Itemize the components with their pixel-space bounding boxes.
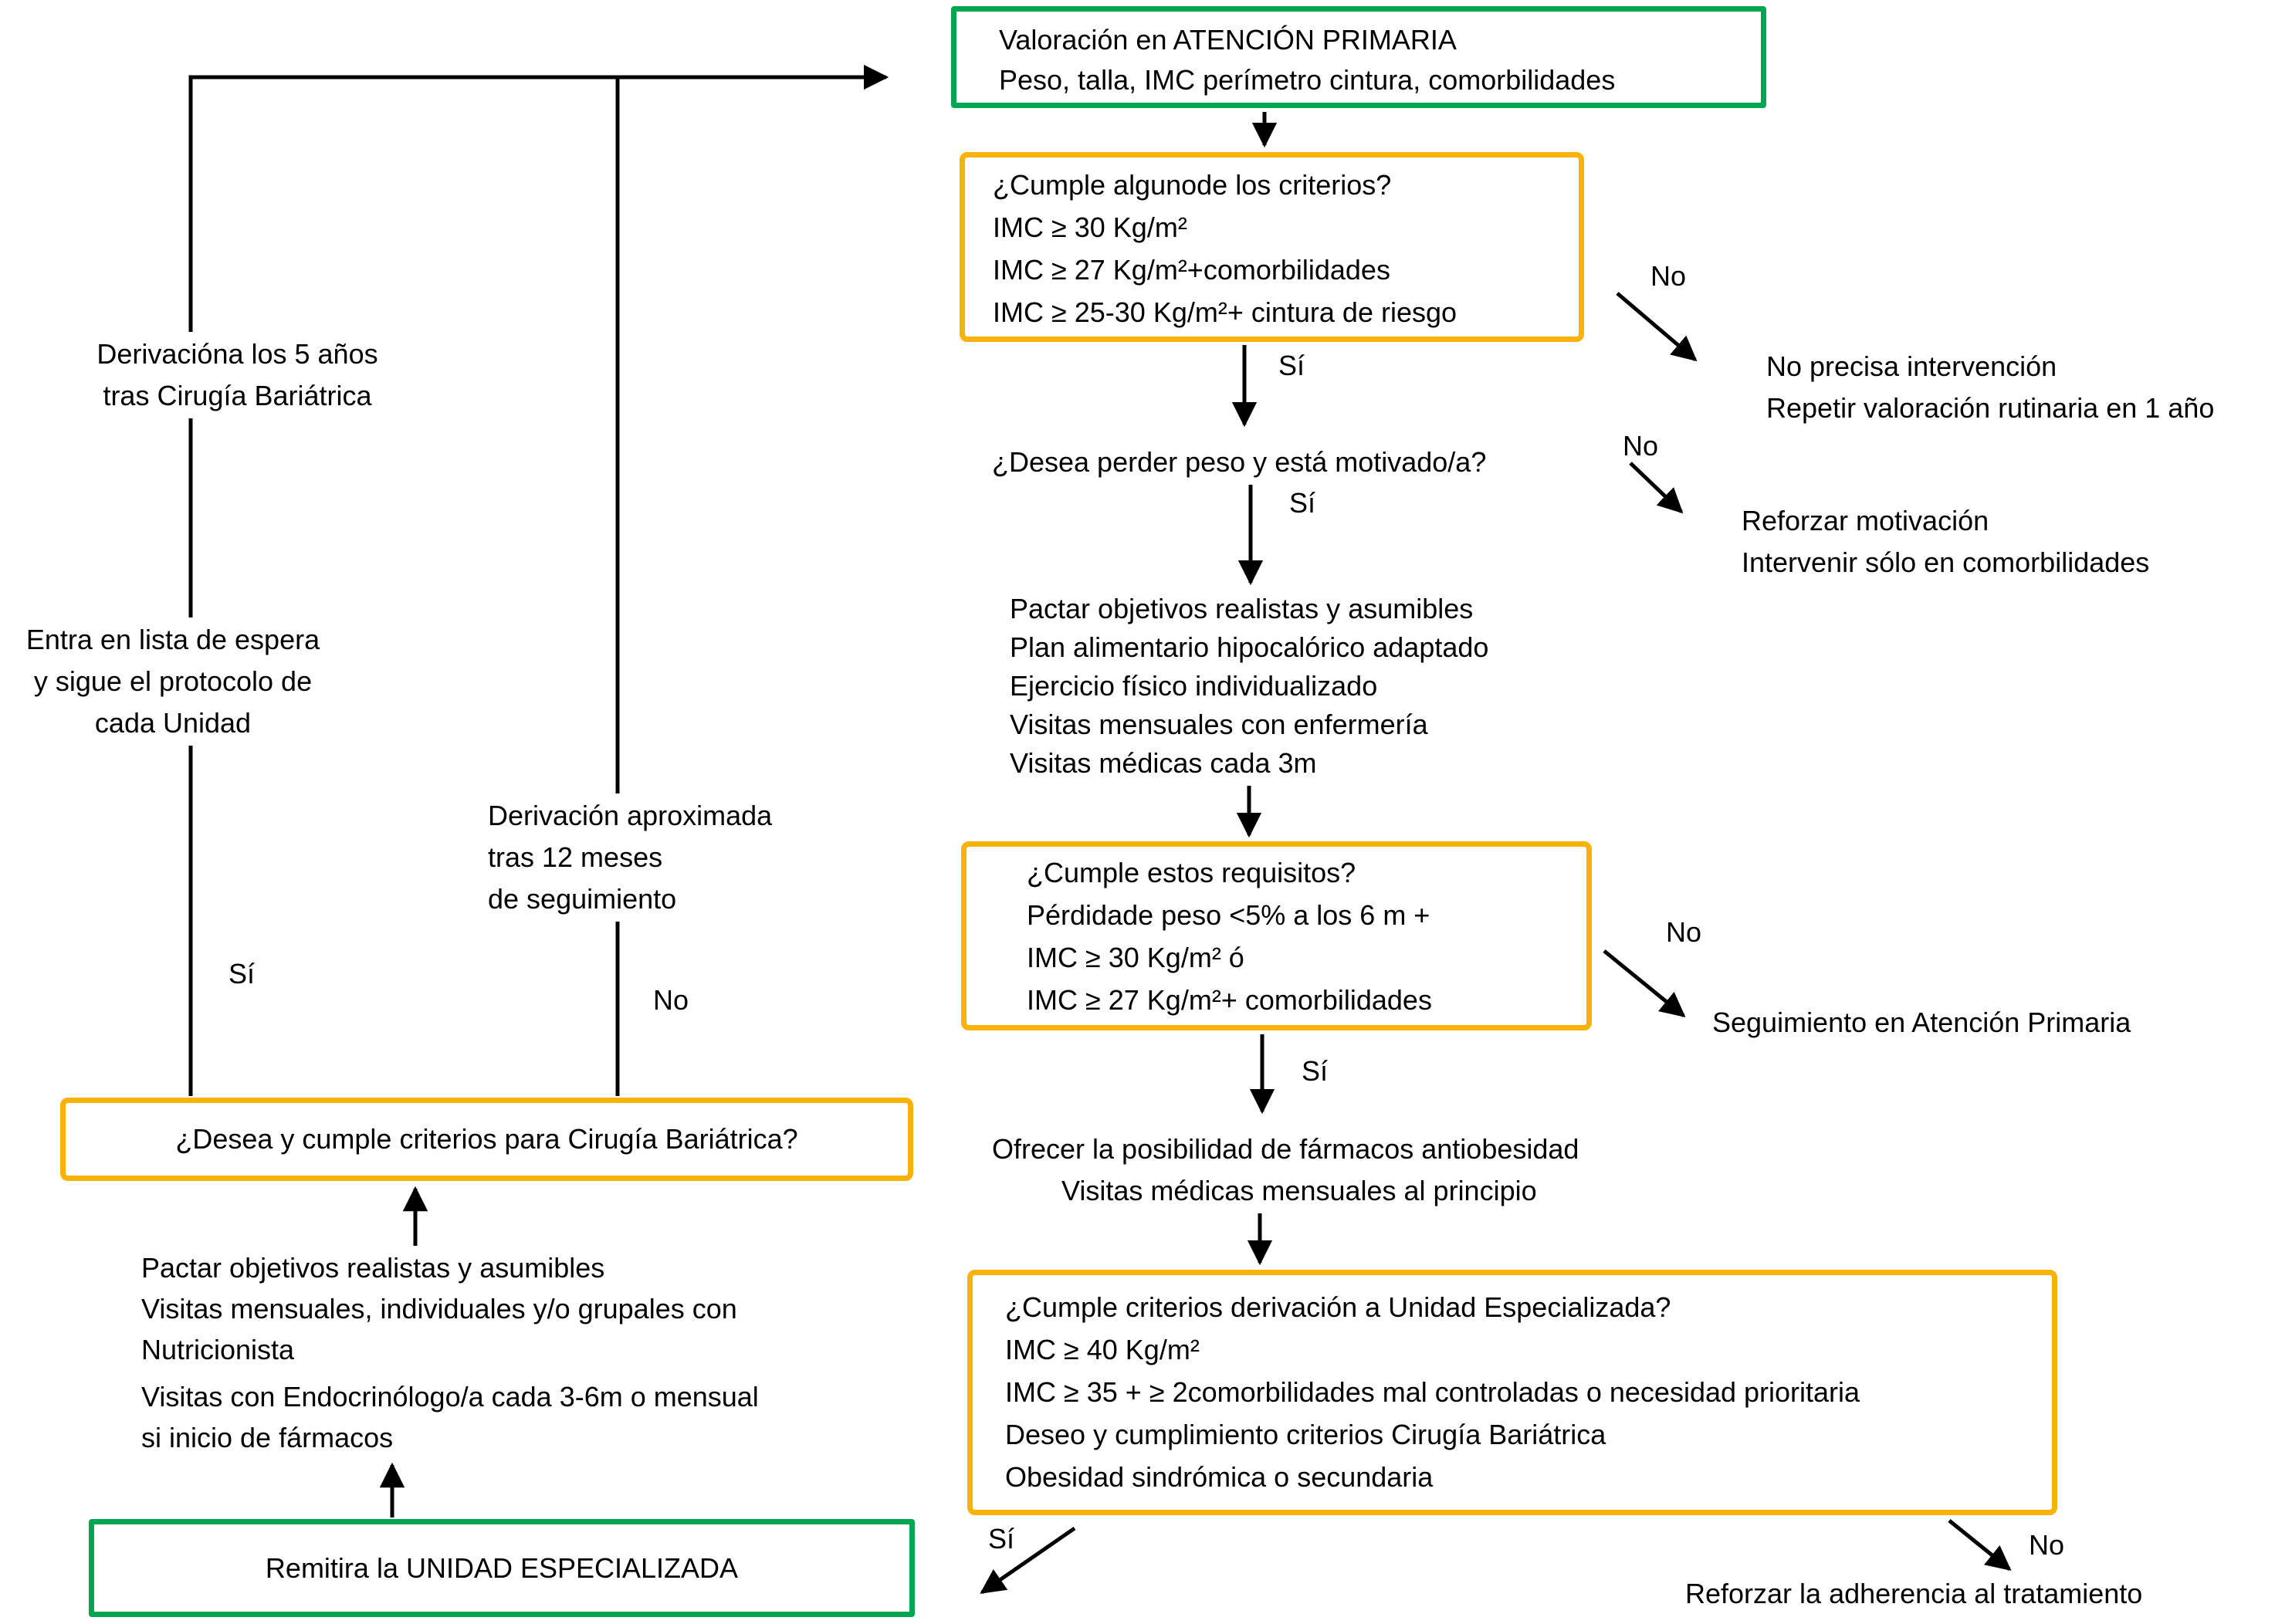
arrow-derivacion-si <box>980 1526 1076 1595</box>
text-line: ¿Cumple algunode los criterios? <box>993 169 1392 201</box>
text-line: Deseo y cumplimiento criterios Cirugía B… <box>1005 1419 1606 1450</box>
text-line: tras 12 meses <box>488 841 663 873</box>
node-criterios-unidad-especializada: ¿Cumple criterios derivación a Unidad Es… <box>967 1270 2057 1515</box>
node-criterios-cirugia-bariatrica: ¿Desea y cumple criterios para Cirugía B… <box>60 1098 913 1181</box>
text-line: IMC ≥ 27 Kg/m²+ comorbilidades <box>1027 984 1432 1016</box>
node-reforzar-adherencia: Reforzar la adherencia al tratamiento <box>1685 1578 2143 1609</box>
node-reforzar-motivacion: Reforzar motivación Intervenir sólo en c… <box>1742 500 2149 584</box>
text-line: Plan alimentario hipocalórico adaptado <box>1010 631 1489 663</box>
text-line: Intervenir sólo en comorbilidades <box>1742 546 2150 578</box>
text-line: Obesidad sindrómica o secundaria <box>1005 1461 1434 1493</box>
text-line: Visitas médicas mensuales al principio <box>1061 1175 1537 1206</box>
text-line: Visitas mensuales con enfermería <box>1010 709 1428 740</box>
text-line: IMC ≥ 35 + ≥ 2comorbilidades mal control… <box>1005 1376 1860 1408</box>
node-remitir-unidad-especializada: Remitira la UNIDAD ESPECIALIZADA <box>89 1519 915 1617</box>
text-line: Pérdidade peso <5% a los 6 m + <box>1027 899 1430 931</box>
text-line: IMC ≥ 40 Kg/m² <box>1005 1334 1200 1365</box>
text-line: ¿Cumple estos requisitos? <box>1027 857 1356 888</box>
label-si-requisitos: Sí <box>1302 1055 1329 1087</box>
text-line: Nutricionista <box>141 1334 295 1365</box>
node-cumple-criterios: ¿Cumple algunode los criterios? IMC ≥ 30… <box>960 152 1584 342</box>
arrow-criterios-no <box>1616 292 1698 362</box>
label-no-cirugia-path: No <box>653 984 689 1016</box>
text-line: No precisa intervención <box>1766 350 2057 382</box>
text-line: Ejercicio físico individualizado <box>1010 670 1378 702</box>
text-line: Derivación aproximada <box>488 800 773 831</box>
label-no-requisitos: No <box>1666 916 1702 948</box>
arrow-return-si-path <box>188 64 889 1096</box>
text-line: de seguimiento <box>488 883 677 915</box>
label-no-desea: No <box>1623 430 1659 462</box>
text-line: IMC ≥ 30 Kg/m² <box>993 211 1187 243</box>
text-line: si inicio de fármacos <box>141 1422 394 1453</box>
text-line: Derivacióna los 5 años <box>96 338 378 370</box>
text-line: Pactar objetivos realistas y asumibles <box>141 1252 605 1284</box>
text-line: Repetir valoración rutinaria en 1 año <box>1766 392 2215 424</box>
text-line: Entra en lista de espera <box>25 624 320 655</box>
arrow-desea-no <box>1629 462 1684 514</box>
arrow-requisitos-no <box>1603 949 1686 1018</box>
node-desea-perder-peso: ¿Desea perder peso y está motivado/a? <box>992 446 1487 478</box>
text-line: IMC ≥ 25-30 Kg/m²+ cintura de riesgo <box>993 296 1457 328</box>
label-si-criterios: Sí <box>1278 350 1305 381</box>
text-line: Reforzar motivación <box>1742 505 1989 536</box>
node-objetivos-unidad: Pactar objetivos realistas y asumibles V… <box>141 1247 759 1458</box>
node-ofrecer-farmacos: Ofrecer la posibilidad de fármacos antio… <box>992 1128 1579 1212</box>
text-line: IMC ≥ 27 Kg/m²+comorbilidades <box>993 254 1390 286</box>
text-line: Ofrecer la posibilidad de fármacos antio… <box>992 1133 1579 1165</box>
node-seguimiento-primaria: Seguimiento en Atención Primaria <box>1712 1007 2131 1038</box>
text-line: Valoración en ATENCIÓN PRIMARIA <box>999 24 1457 56</box>
text-line: Peso, talla, IMC perímetro cintura, como… <box>999 64 1616 96</box>
label-si-desea: Sí <box>1289 487 1316 519</box>
node-plan-tratamiento: Pactar objetivos realistas y asumibles P… <box>1010 590 1488 783</box>
text-line: ¿Desea y cumple criterios para Cirugía B… <box>175 1123 798 1155</box>
node-cumple-requisitos: ¿Cumple estos requisitos? Pérdidade peso… <box>961 841 1592 1030</box>
text-line: cada Unidad <box>94 707 252 739</box>
text-line: ¿Cumple criterios derivación a Unidad Es… <box>1005 1291 1671 1323</box>
note-derivacion-12-meses: Derivación aproximada tras 12 meses de s… <box>479 793 796 922</box>
node-valoracion-primaria: Valoración en ATENCIÓN PRIMARIA Peso, ta… <box>951 6 1766 108</box>
text-line: Visitas con Endocrinólogo/a cada 3-6m o … <box>141 1381 759 1413</box>
label-no-derivacion: No <box>2029 1529 2065 1561</box>
label-si-cirugia-path: Sí <box>229 958 256 990</box>
arrow-derivacion-no <box>1948 1519 2012 1572</box>
note-derivacion-5-anos: Derivacióna los 5 años tras Cirugía Bari… <box>66 332 409 418</box>
note-lista-espera: Entra en lista de espera y sigue el prot… <box>6 617 340 746</box>
text-line: Visitas mensuales, individuales y/o grup… <box>141 1293 737 1325</box>
text-line: Visitas médicas cada 3m <box>1010 747 1317 779</box>
node-no-precisa-intervencion: No precisa intervención Repetir valoraci… <box>1766 346 2214 429</box>
label-no-criterios: No <box>1650 260 1687 292</box>
text-line: y sigue el protocolo de <box>33 665 313 697</box>
text-line: Pactar objetivos realistas y asumibles <box>1010 593 1474 624</box>
text-line: IMC ≥ 30 Kg/m² ó <box>1027 942 1244 973</box>
text-line: tras Cirugía Bariátrica <box>103 380 372 411</box>
label-si-derivacion: Sí <box>988 1523 1015 1555</box>
text-line: Remitira la UNIDAD ESPECIALIZADA <box>265 1551 739 1584</box>
